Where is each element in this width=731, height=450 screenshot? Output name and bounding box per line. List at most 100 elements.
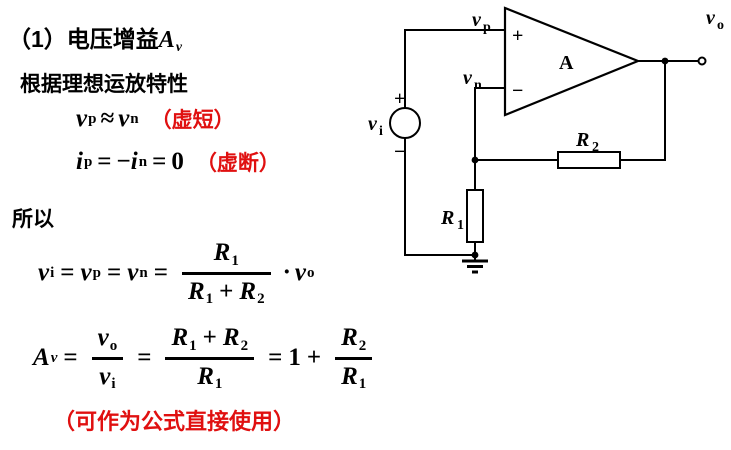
plus-operator: + bbox=[202, 324, 217, 351]
source-plus-label: + bbox=[394, 88, 405, 110]
fraction-r1r2-over-r1: R1+R2 R1 bbox=[165, 323, 255, 394]
fraction-numerator: R1+R2 bbox=[165, 323, 254, 355]
so-word: 所以 bbox=[12, 208, 54, 231]
var-r2: R bbox=[341, 324, 358, 351]
fraction-vo-over-vi: vo vi bbox=[91, 323, 124, 394]
var-r2: R bbox=[222, 324, 240, 351]
gain-symbol: A bbox=[158, 27, 175, 53]
equals-operator: = bbox=[137, 344, 152, 372]
fraction-numerator: R2 bbox=[335, 323, 372, 355]
opamp-minus-label: − bbox=[512, 80, 523, 102]
fraction-bar bbox=[335, 356, 373, 360]
fraction-bar bbox=[165, 356, 255, 360]
var-r1: R bbox=[213, 239, 231, 266]
var-vn: v bbox=[127, 259, 139, 287]
var-r2-sub: 2 bbox=[358, 337, 367, 354]
junction-dots bbox=[471, 57, 669, 259]
var-vp-sub: p bbox=[92, 264, 101, 281]
vn-label: v bbox=[463, 67, 473, 89]
var-r2-sub: 2 bbox=[257, 291, 265, 308]
var-r1-sub: 1 bbox=[205, 291, 214, 308]
fraction-r1-over-r1-plus-r2: R1 R1+R2 bbox=[181, 238, 271, 309]
var-vo-sub: o bbox=[109, 337, 118, 354]
junction-dot bbox=[471, 251, 479, 259]
var-vi: v bbox=[99, 362, 111, 390]
var-in: i bbox=[130, 148, 138, 175]
plus-operator: + bbox=[306, 344, 322, 372]
gain-symbol-sub: v bbox=[175, 39, 182, 55]
fraction-denominator: R1+R2 bbox=[182, 277, 271, 309]
fraction-bar bbox=[91, 356, 124, 360]
var-vn-sub: n bbox=[130, 110, 139, 127]
r1-label-sub: 1 bbox=[457, 218, 464, 233]
var-ip-sub: p bbox=[83, 153, 93, 170]
equals-operator: = bbox=[97, 148, 112, 175]
var-vo-sub: o bbox=[307, 264, 315, 281]
one-value: 1 bbox=[288, 344, 301, 372]
var-vi-sub: i bbox=[111, 376, 116, 393]
opamp-plus-label: + bbox=[512, 25, 523, 47]
opamp-name-label: A bbox=[559, 52, 574, 74]
var-vn-sub: n bbox=[139, 264, 148, 281]
fraction-denominator: vi bbox=[93, 362, 121, 394]
output-terminal bbox=[697, 56, 707, 66]
wire-minus-input-to-r1 bbox=[474, 87, 505, 190]
circuit-diagram: v p v n + − A + − v i R 1 R 2 v o bbox=[368, 6, 724, 274]
opamp-triangle bbox=[503, 6, 641, 117]
intro-text: 根据理想运放特性 bbox=[20, 73, 188, 96]
var-r2-sub: 2 bbox=[240, 337, 249, 354]
virtual-open-note: （虚断） bbox=[195, 152, 280, 175]
var-av: A bbox=[33, 344, 50, 372]
vp-label-sub: p bbox=[483, 20, 491, 35]
approx-operator: ≈ bbox=[100, 105, 115, 132]
var-r1: R bbox=[197, 362, 214, 390]
r2-label: R bbox=[575, 129, 589, 151]
var-vi-sub: i bbox=[50, 264, 55, 281]
wire-r2-to-output bbox=[620, 61, 666, 161]
var-vo: v bbox=[97, 324, 109, 351]
r1-label: R bbox=[440, 207, 454, 229]
var-av-sub: v bbox=[50, 349, 58, 366]
vo-label-sub: o bbox=[717, 18, 724, 33]
var-r1-sub: 1 bbox=[214, 376, 223, 393]
vn-label-sub: n bbox=[474, 78, 482, 93]
fraction-numerator: vo bbox=[92, 323, 124, 355]
zero-value: 0 bbox=[171, 148, 184, 175]
minus-operator: − bbox=[116, 148, 131, 175]
vp-label: v bbox=[472, 9, 482, 31]
voltage-source-circle bbox=[389, 107, 421, 139]
var-ip: i bbox=[76, 148, 83, 175]
fraction-denominator: R1 bbox=[335, 362, 372, 394]
equals-operator: = bbox=[152, 148, 167, 175]
equals-operator: = bbox=[106, 259, 122, 287]
resistor-r1-body bbox=[466, 189, 484, 243]
resistor-r2-body bbox=[557, 151, 621, 169]
var-vo: v bbox=[294, 259, 307, 287]
vi-label: v bbox=[368, 113, 378, 135]
fraction-bar bbox=[181, 271, 271, 275]
var-r1: R bbox=[341, 362, 358, 390]
fraction-numerator: R1 bbox=[208, 238, 245, 270]
wire-source-to-plus-input bbox=[404, 29, 505, 108]
vo-label: v bbox=[706, 7, 716, 29]
wire-source-to-ground bbox=[404, 138, 475, 256]
var-r1-sub: 1 bbox=[358, 376, 367, 393]
equals-operator: = bbox=[153, 259, 168, 287]
junction-dot bbox=[661, 57, 669, 65]
r2-label-sub: 2 bbox=[592, 140, 599, 155]
equals-operator: = bbox=[268, 344, 283, 372]
heading-text: （1）电压增益 bbox=[8, 26, 159, 52]
fraction-denominator: R1 bbox=[191, 362, 228, 394]
var-vp-sub: p bbox=[88, 110, 97, 127]
var-r2: R bbox=[239, 277, 257, 305]
ground-symbol bbox=[462, 255, 488, 274]
var-r1: R bbox=[171, 324, 189, 351]
var-in-sub: n bbox=[138, 153, 148, 170]
var-r1-sub: 1 bbox=[231, 252, 239, 269]
var-vp: v bbox=[76, 105, 88, 132]
vi-label-sub: i bbox=[379, 124, 383, 139]
circuit-wires bbox=[404, 29, 698, 256]
var-vp: v bbox=[80, 259, 92, 287]
